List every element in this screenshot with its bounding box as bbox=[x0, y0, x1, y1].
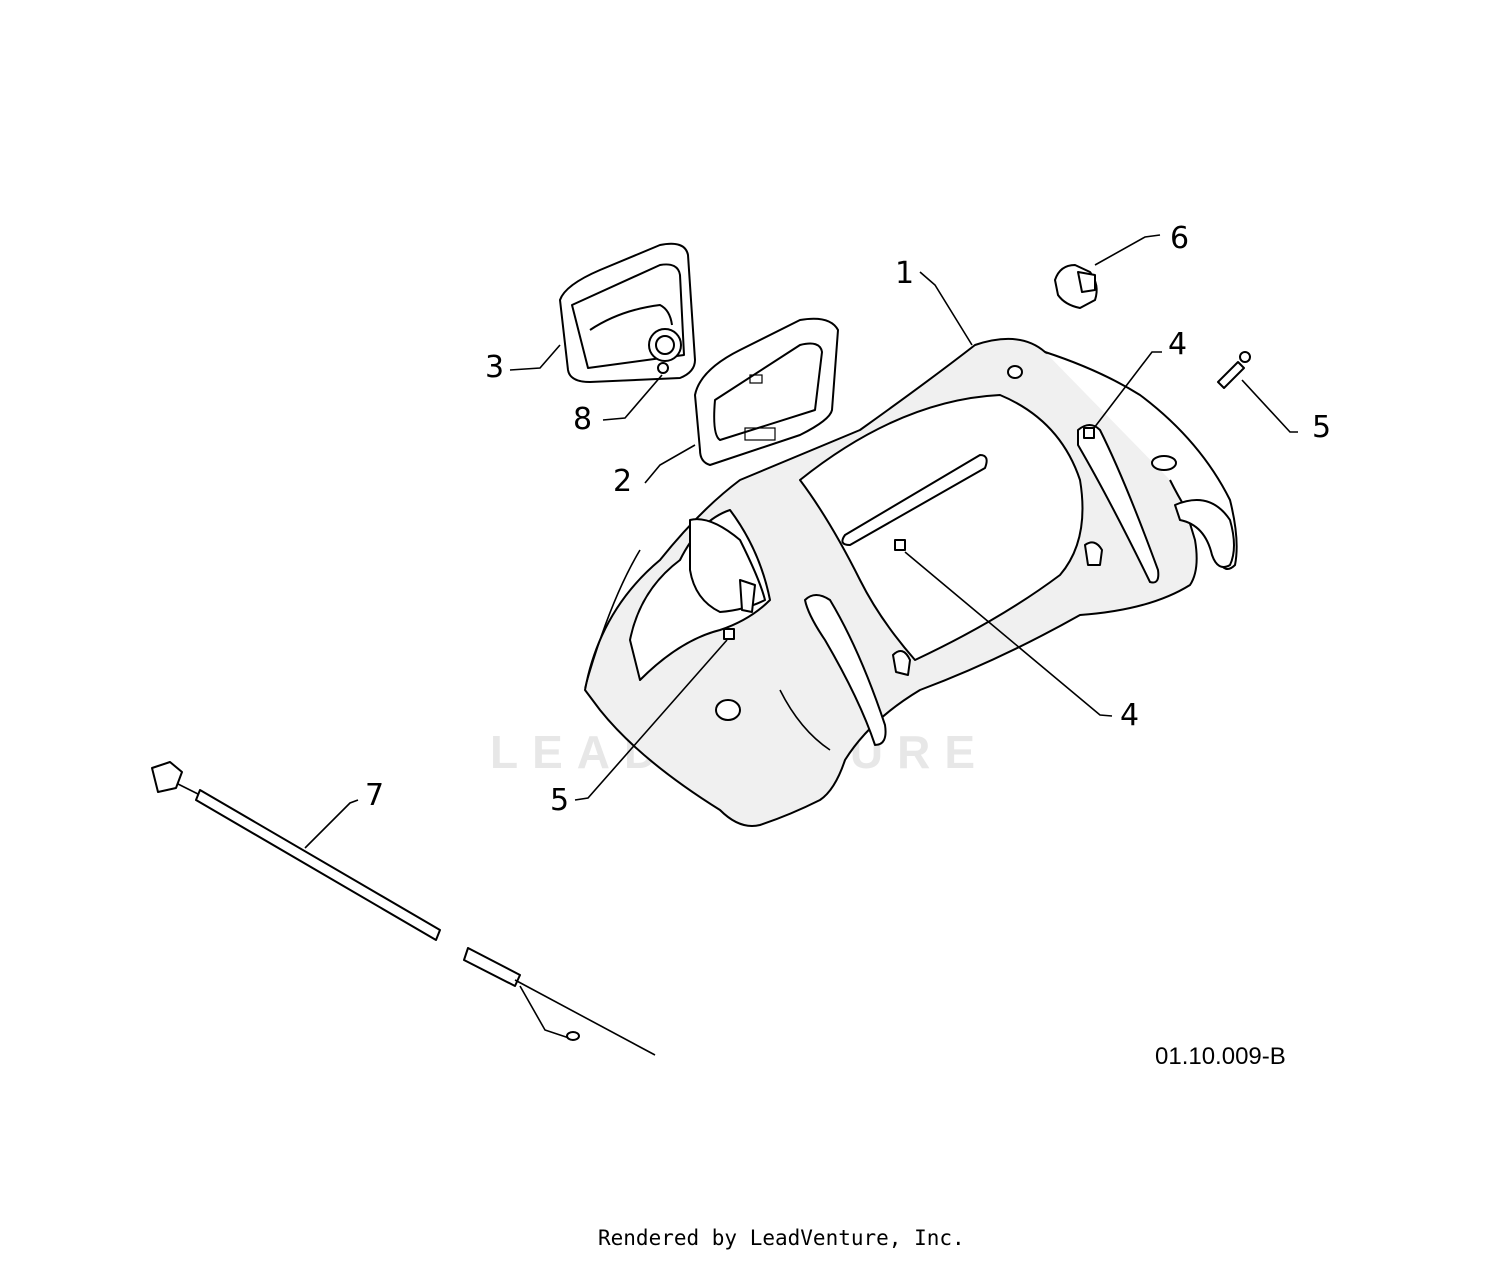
callout-6: 6 bbox=[1170, 221, 1189, 256]
hood-grommet bbox=[715, 699, 741, 721]
callout-5-left: 5 bbox=[550, 783, 569, 818]
callout-1: 1 bbox=[895, 256, 914, 291]
part-2-bezel bbox=[694, 317, 839, 466]
diagram-code: 01.10.009-B bbox=[1155, 1043, 1286, 1070]
leader-lines bbox=[304, 234, 1298, 849]
callout-3: 3 bbox=[485, 350, 504, 385]
callout-4-upper: 4 bbox=[1168, 327, 1187, 362]
callout-5-right: 5 bbox=[1312, 410, 1331, 445]
callout-4-lower: 4 bbox=[1120, 698, 1139, 733]
footer-credit: Rendered by LeadVenture, Inc. bbox=[598, 1226, 965, 1250]
part-6-switch bbox=[1054, 264, 1098, 309]
callout-8: 8 bbox=[573, 402, 592, 437]
part-5-bolt-right bbox=[1217, 351, 1251, 389]
part-3-headlight bbox=[559, 242, 696, 383]
callout-2: 2 bbox=[613, 464, 632, 499]
part-4-fastener-right bbox=[1083, 427, 1095, 439]
part-1-hood bbox=[584, 337, 1238, 827]
part-4-fastener-center bbox=[894, 539, 906, 551]
callout-7: 7 bbox=[365, 778, 384, 813]
part-7-harness bbox=[151, 761, 656, 1056]
part-5-screw-left bbox=[723, 628, 735, 640]
